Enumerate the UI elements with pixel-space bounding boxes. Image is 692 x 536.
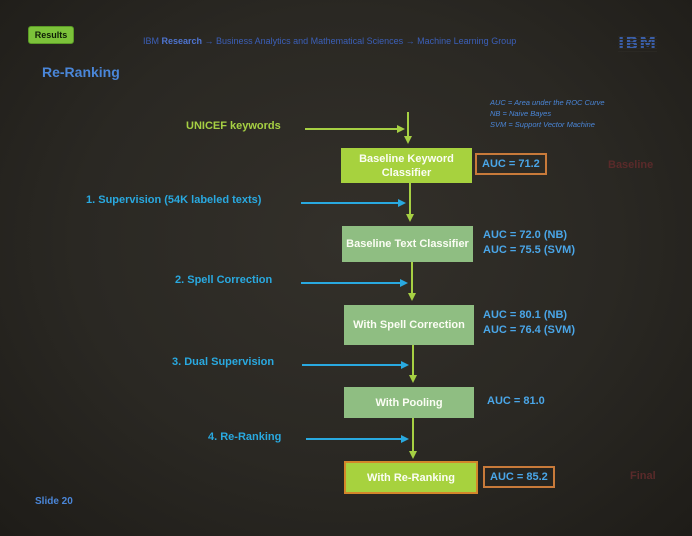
auc-baseline-text-nb: AUC = 72.0 (NB) <box>483 229 568 241</box>
legend-auc: AUC = Area under the ROC Curve <box>490 98 605 107</box>
baseline-side-label: Baseline <box>608 159 654 171</box>
breadcrumb-research: Research <box>161 36 203 46</box>
auc-reranking: AUC = 85.2 <box>483 466 555 488</box>
slide-number: Slide 20 <box>35 496 73 507</box>
auc-spell-nb: AUC = 80.1 (NB) <box>483 309 568 321</box>
results-badge: Results <box>28 26 74 44</box>
breadcrumb-path: → Business Analytics and Mathematical Sc… <box>202 36 517 46</box>
auc-spell-svm: AUC = 76.4 (SVM) <box>483 324 575 336</box>
unicef-keywords-label: UNICEF keywords <box>186 120 281 132</box>
auc-pooling: AUC = 81.0 <box>487 395 545 407</box>
baseline-text-classifier-box: Baseline Text Classifier <box>342 226 473 262</box>
legend-svm: SVM = Support Vector Machine <box>490 120 595 129</box>
ibm-logo: IBM <box>618 34 658 54</box>
supervision-label: 1. Supervision (54K labeled texts) <box>86 194 262 206</box>
reranking-box: With Re-Ranking <box>344 461 478 494</box>
breadcrumb: IBM Research → Business Analytics and Ma… <box>143 36 516 46</box>
auc-baseline-text-svm: AUC = 75.5 (SVM) <box>483 244 575 256</box>
pooling-box: With Pooling <box>344 387 474 418</box>
legend: AUC = Area under the ROC Curve NB = Naiv… <box>490 97 605 130</box>
legend-nb: NB = Naive Bayes <box>490 109 552 118</box>
dual-supervision-label: 3. Dual Supervision <box>172 356 275 368</box>
baseline-keyword-classifier-box: Baseline Keyword Classifier <box>341 148 472 183</box>
reranking-input-label: 4. Re-Ranking <box>208 431 282 443</box>
spell-correction-box: With Spell Correction <box>344 305 474 345</box>
spell-correction-label: 2. Spell Correction <box>175 274 273 286</box>
breadcrumb-ibm: IBM <box>143 36 162 46</box>
auc-baseline-keyword: AUC = 71.2 <box>475 153 547 175</box>
final-side-label: Final <box>630 470 656 482</box>
slide-title: Re-Ranking <box>42 64 120 80</box>
